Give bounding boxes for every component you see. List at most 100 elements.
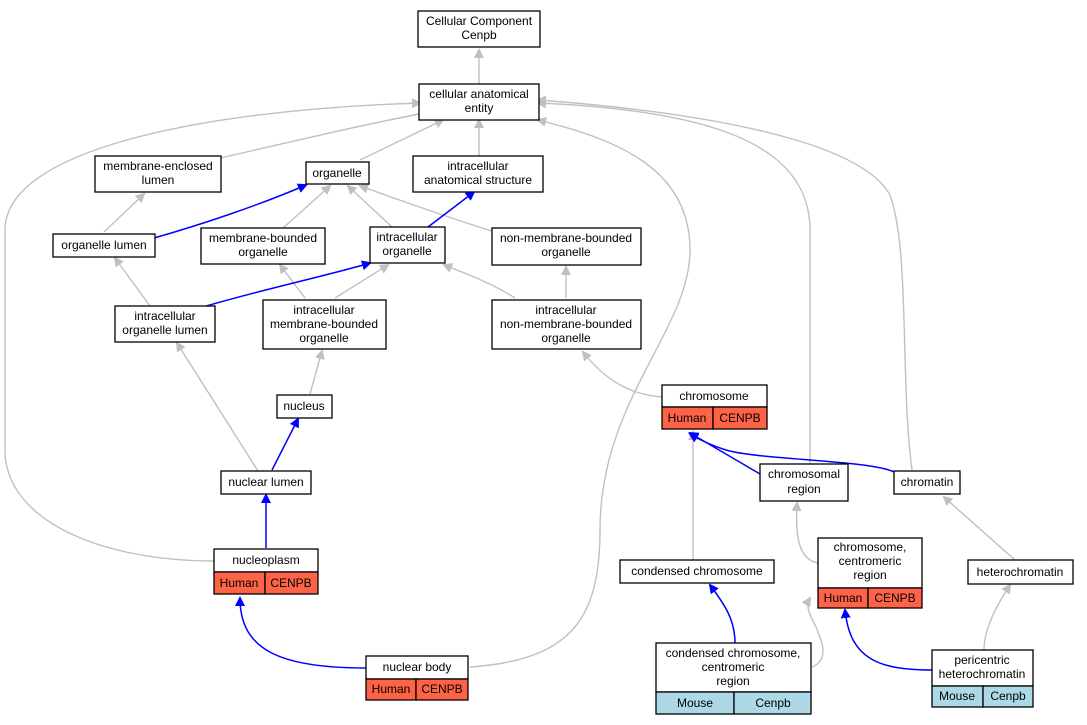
edge-nl-iol [175, 341, 259, 472]
svg-text:organelle: organelle [312, 166, 362, 180]
svg-text:nucleoplasm: nucleoplasm [232, 553, 299, 567]
svg-text:region: region [853, 568, 886, 582]
edge-chromatin-cae [536, 95, 913, 471]
node-nucleus[interactable]: nucleus [276, 394, 333, 419]
node-condensed-chromosome-centromeric-region[interactable]: condensed chromosome, centromeric region… [655, 642, 812, 715]
svg-text:organelle lumen: organelle lumen [122, 323, 207, 337]
svg-text:nuclear body: nuclear body [383, 660, 452, 674]
svg-text:nucleus: nucleus [283, 399, 324, 413]
edge-ol-organelle [153, 183, 308, 239]
species-cell-gene [867, 587, 923, 609]
node-intracellular-organelle-lumen[interactable]: intracellular organelle lumen [114, 305, 216, 343]
edge-io-ias [427, 190, 476, 228]
svg-text:Cellular Component: Cellular Component [426, 14, 533, 28]
species-cell-gene [982, 685, 1034, 708]
svg-text:CENPB: CENPB [421, 682, 462, 696]
svg-text:organelle: organelle [541, 331, 591, 345]
svg-text:chromatin: chromatin [901, 475, 954, 489]
svg-text:intracellular: intracellular [535, 303, 596, 317]
svg-text:Cenpb: Cenpb [990, 689, 1026, 703]
svg-text:chromosomal: chromosomal [768, 467, 840, 481]
svg-text:membrane-enclosed: membrane-enclosed [103, 159, 212, 173]
svg-text:non-membrane-bounded: non-membrane-bounded [500, 231, 632, 245]
edge-nucleoplasm-cae [4, 98, 422, 562]
node-chromatin[interactable]: chromatin [893, 470, 961, 495]
edge-nmbo-organelle [358, 183, 496, 233]
svg-text:intracellular: intracellular [447, 159, 508, 173]
svg-text:region: region [716, 674, 749, 688]
node-membrane-bounded-organelle[interactable]: membrane-bounded organelle [200, 227, 326, 265]
svg-text:intracellular: intracellular [134, 309, 195, 323]
svg-text:Human: Human [372, 682, 411, 696]
node-heterochromatin[interactable]: heterochromatin [967, 559, 1074, 585]
node-pericentric-heterochromatin[interactable]: pericentric heterochromatin Mouse Cenpb [931, 649, 1034, 708]
node-chromosomal-region[interactable]: chromosomal region [759, 463, 849, 502]
species-cell-gene [712, 406, 768, 430]
svg-text:Human: Human [220, 576, 259, 590]
edge-iol-io [202, 260, 372, 308]
node-intracellular-membrane-bounded-organelle[interactable]: intracellular membrane-bounded organelle [262, 299, 387, 350]
svg-text:CENPB: CENPB [874, 591, 915, 605]
edge-hc-chromatin [942, 495, 1016, 561]
is-a-edges [4, 48, 1016, 668]
svg-text:condensed chromosome: condensed chromosome [631, 564, 763, 578]
edge-inmbo-io [442, 263, 516, 299]
edge-io-organelle [346, 184, 393, 228]
svg-text:Human: Human [668, 411, 707, 425]
edge-ph-hc [983, 583, 1012, 651]
edge-nucleus-imbo [309, 349, 325, 395]
svg-text:lumen: lumen [142, 173, 175, 187]
node-nucleoplasm[interactable]: nucleoplasm Human CENPB [213, 548, 319, 595]
svg-text:organelle: organelle [541, 245, 591, 259]
node-non-membrane-bounded-organelle[interactable]: non-membrane-bounded organelle [491, 227, 642, 266]
edge-mel-cae [219, 108, 432, 159]
node-organelle-lumen[interactable]: organelle lumen [52, 233, 156, 258]
edge-ccr-cr [791, 501, 819, 564]
svg-text:non-membrane-bounded: non-membrane-bounded [500, 317, 632, 331]
node-intracellular-non-membrane-bounded-organelle[interactable]: intracellular non-membrane-bounded organ… [491, 299, 642, 350]
svg-text:CENPB: CENPB [719, 411, 760, 425]
species-cell-gene [415, 678, 469, 701]
svg-text:Mouse: Mouse [939, 689, 975, 703]
svg-text:intracellular: intracellular [376, 230, 437, 244]
edge-nb-nucleoplasm [235, 596, 367, 669]
svg-text:organelle: organelle [238, 245, 288, 259]
node-nuclear-body[interactable]: nuclear body Human CENPB [365, 655, 469, 701]
node-cellular-anatomical-entity[interactable]: cellular anatomical entity [418, 83, 540, 121]
svg-text:intracellular: intracellular [293, 303, 354, 317]
svg-text:pericentric: pericentric [954, 653, 1009, 667]
node-condensed-chromosome[interactable]: condensed chromosome [619, 559, 775, 584]
edge-chromosome-inmbo [581, 350, 664, 398]
edge-ph-ccr [840, 608, 933, 671]
edge-imbo-mbo [278, 263, 306, 299]
node-chromosome[interactable]: chromosome Human CENPB [661, 384, 768, 430]
node-organelle[interactable]: organelle [305, 161, 370, 185]
edge-imbo-io [334, 263, 390, 299]
edge-iol-ol [113, 256, 151, 307]
species-cell-gene [733, 691, 812, 715]
svg-text:nuclear lumen: nuclear lumen [228, 475, 303, 489]
svg-text:condensed chromosome,: condensed chromosome, [666, 646, 801, 660]
species-cell-gene [264, 571, 319, 595]
edge-ccc-ccr [801, 596, 824, 668]
edge-ccc-cc [708, 583, 736, 644]
svg-text:Mouse: Mouse [677, 696, 713, 710]
svg-text:Cenpb: Cenpb [755, 696, 791, 710]
node-intracellular-organelle[interactable]: intracellular organelle [369, 226, 446, 264]
svg-text:cellular anatomical: cellular anatomical [429, 87, 528, 101]
svg-text:membrane-bounded: membrane-bounded [209, 231, 317, 245]
node-chromosome-centromeric-region[interactable]: chromosome, centromeric region Human CEN… [817, 537, 923, 609]
svg-text:membrane-bounded: membrane-bounded [270, 317, 378, 331]
node-membrane-enclosed-lumen[interactable]: membrane-enclosed lumen [94, 155, 222, 193]
svg-text:chromosome,: chromosome, [834, 540, 907, 554]
svg-text:Cenpb: Cenpb [461, 28, 497, 42]
node-nuclear-lumen[interactable]: nuclear lumen [220, 470, 312, 495]
svg-text:centromeric: centromeric [702, 660, 765, 674]
node-intracellular-anatomical-structure[interactable]: intracellular anatomical structure [412, 155, 544, 193]
edge-mbo-organelle [282, 184, 332, 229]
edge-ol-mel [103, 192, 146, 233]
svg-text:Human: Human [824, 591, 863, 605]
svg-text:heterochromatin: heterochromatin [977, 565, 1064, 579]
node-cellular-component-root[interactable]: Cellular Component Cenpb [417, 10, 541, 48]
edge-cr-cae [536, 98, 811, 464]
